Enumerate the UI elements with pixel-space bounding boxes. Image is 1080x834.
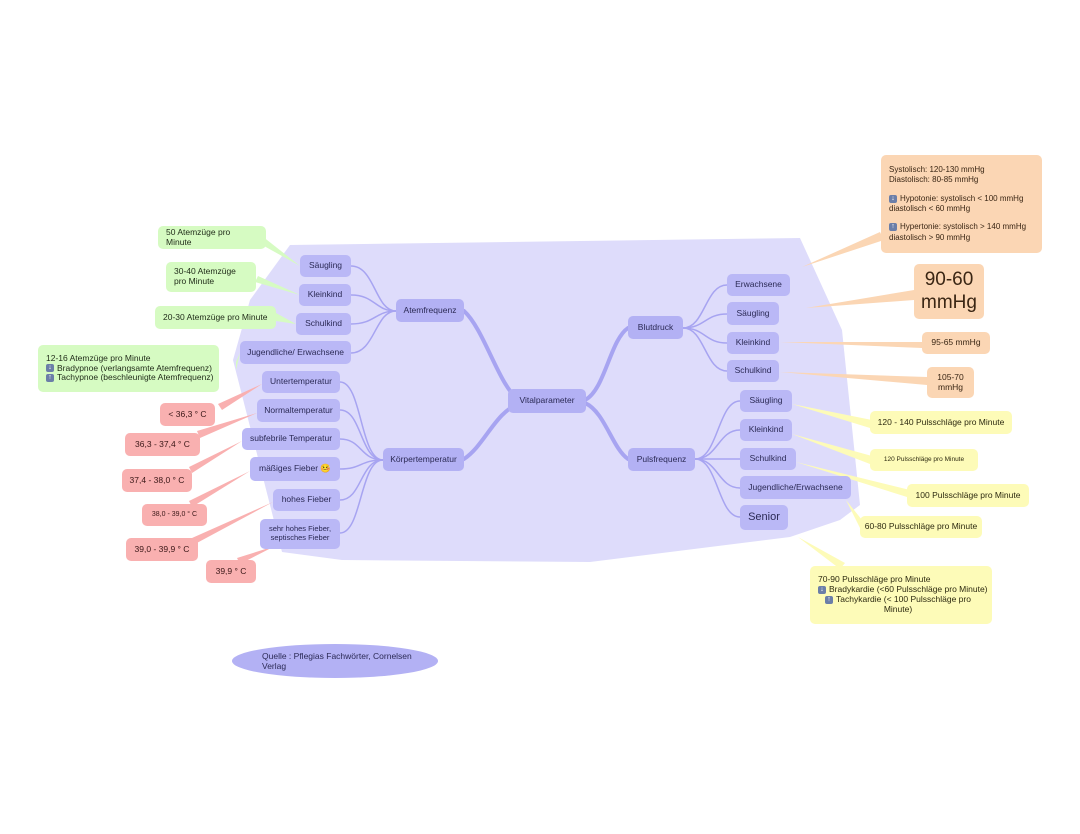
blutdruck-adult-line3: Hypotonie: systolisch < 100 mmHg xyxy=(900,193,1024,203)
source-note[interactable]: Quelle : Pflegias Fachwörter, Cornelsen … xyxy=(232,644,438,678)
puls-child-senior[interactable]: Senior xyxy=(740,505,788,530)
atemfrequenz-adult-line3: Tachypnoe (beschleunigte Atemfrequenz) xyxy=(57,372,214,383)
arrow-down-icon: ↓ xyxy=(46,364,54,373)
atemfrequenz-value-schulkind[interactable]: 20-30 Atemzüge pro Minute xyxy=(155,306,276,329)
temperatur-value-2[interactable]: 37,4 - 38,0 ° C xyxy=(122,469,192,492)
atemfrequenz-child-saeugling[interactable]: Säugling xyxy=(300,255,351,277)
atemfrequenz-adult-info[interactable]: 12-16 Atemzüge pro Minute ↓Bradypnoe (ve… xyxy=(38,345,219,392)
puls-senior-line1: 70-90 Pulsschläge pro Minute xyxy=(818,574,931,585)
atemfrequenz-child-kleinkind[interactable]: Kleinkind xyxy=(299,284,351,306)
puls-child-schulkind[interactable]: Schulkind xyxy=(740,448,796,470)
branch-blutdruck[interactable]: Blutdruck xyxy=(628,316,683,339)
temperatur-value-5[interactable]: 39,9 ° C xyxy=(206,560,256,583)
blutdruck-value-schulkind[interactable]: 105-70 mmHg xyxy=(927,367,974,398)
arrow-up-icon: ↑ xyxy=(46,374,54,383)
atemfrequenz-adult-line1: 12-16 Atemzüge pro Minute xyxy=(46,352,151,363)
puls-value-saeugling[interactable]: 120 - 140 Pulsschläge pro Minute xyxy=(870,411,1012,434)
temperatur-child-untertemperatur[interactable]: Untertemperatur xyxy=(262,371,340,393)
puls-child-jugendliche[interactable]: Jugendliche/Erwachsene xyxy=(740,476,851,499)
branch-koerpertemperatur[interactable]: Körpertemperatur xyxy=(383,448,464,471)
puls-senior-line2: Bradykardie (<60 Pulsschläge pro Minute) xyxy=(829,584,988,595)
blutdruck-child-saeugling[interactable]: Säugling xyxy=(727,302,779,325)
temperatur-child-sehr-hohes-fieber[interactable]: sehr hohes Fieber, septisches Fieber xyxy=(260,519,340,549)
puls-senior-info[interactable]: 70-90 Pulsschläge pro Minute ↓Bradykardi… xyxy=(810,566,992,624)
atemfrequenz-child-schulkind[interactable]: Schulkind xyxy=(296,313,351,335)
temperatur-value-1[interactable]: 36,3 - 37,4 ° C xyxy=(125,433,200,456)
puls-value-schulkind[interactable]: 100 Pulsschläge pro Minute xyxy=(907,484,1029,507)
source-label: Quelle : Pflegias Fachwörter, Cornelsen … xyxy=(262,651,412,671)
blutdruck-child-erwachsene[interactable]: Erwachsene xyxy=(727,274,790,296)
blutdruck-value-kleinkind[interactable]: 95-65 mmHg xyxy=(922,332,990,354)
temperatur-value-3[interactable]: 38,0 - 39,0 ° C xyxy=(142,504,207,526)
puls-value-kleinkind[interactable]: 120 Pulsschläge pro Minute xyxy=(870,449,978,471)
blutdruck-child-kleinkind[interactable]: Kleinkind xyxy=(727,332,779,354)
blutdruck-adult-line6: diastolisch > 90 mmHg xyxy=(889,232,971,242)
blutdruck-child-schulkind[interactable]: Schulkind xyxy=(727,360,779,382)
blutdruck-adult-line1: Systolisch: 120-130 mmHg xyxy=(889,164,985,174)
arrow-up-icon: ↑ xyxy=(825,595,834,604)
sub-branches xyxy=(339,265,741,534)
arrow-down-icon: ↓ xyxy=(889,194,897,203)
temperatur-child-maessiges-fieber[interactable]: mäßiges Fieber 🤒 xyxy=(250,457,340,481)
temperatur-child-normaltemperatur[interactable]: Normaltemperatur xyxy=(257,399,340,422)
temperatur-value-0[interactable]: < 36,3 ° C xyxy=(160,403,215,426)
puls-child-saeugling[interactable]: Säugling xyxy=(740,390,792,412)
atemfrequenz-adult-line2: Bradypnoe (verlangsamte Atemfrequenz) xyxy=(57,362,212,373)
value-connectors xyxy=(189,232,927,569)
blutdruck-adult-line4: diastolisch < 60 mmHg xyxy=(889,204,971,213)
blutdruck-adult-info[interactable]: Systolisch: 120-130 mmHg Diastolisch: 80… xyxy=(881,155,1042,253)
temperatur-child-hohes-fieber[interactable]: hohes Fieber xyxy=(273,489,340,511)
branch-atemfrequenz[interactable]: Atemfrequenz xyxy=(396,299,464,322)
branch-pulsfrequenz[interactable]: Pulsfrequenz xyxy=(628,448,695,471)
center-node[interactable]: Vitalparameter xyxy=(508,389,586,413)
blutdruck-value-saeugling[interactable]: 90-60 mmHg xyxy=(914,264,984,319)
blutdruck-adult-line2: Diastolisch: 80-85 mmHg xyxy=(889,175,979,185)
blutdruck-adult-line5: Hypertonie: systolisch > 140 mmHg xyxy=(900,222,1027,232)
atemfrequenz-child-jugendliche[interactable]: Jugendliche/ Erwachsene xyxy=(240,341,351,364)
atemfrequenz-value-saeugling[interactable]: 50 Atemzüge pro Minute xyxy=(158,226,266,249)
arrow-down-icon: ↓ xyxy=(818,585,826,594)
temperatur-value-4[interactable]: 39,0 - 39,9 ° C xyxy=(126,538,198,561)
puls-value-jugendliche[interactable]: 60-80 Pulsschläge pro Minute xyxy=(860,516,982,538)
arrow-up-icon: ↑ xyxy=(889,223,897,232)
temperatur-child-subfebril[interactable]: subfebrile Temperatur xyxy=(242,428,340,450)
puls-senior-line3: Tachykardie (< 100 Pulsschläge pro Minut… xyxy=(836,594,971,614)
atemfrequenz-value-kleinkind[interactable]: 30-40 Atemzüge pro Minute xyxy=(166,262,256,292)
puls-child-kleinkind[interactable]: Kleinkind xyxy=(740,419,792,441)
